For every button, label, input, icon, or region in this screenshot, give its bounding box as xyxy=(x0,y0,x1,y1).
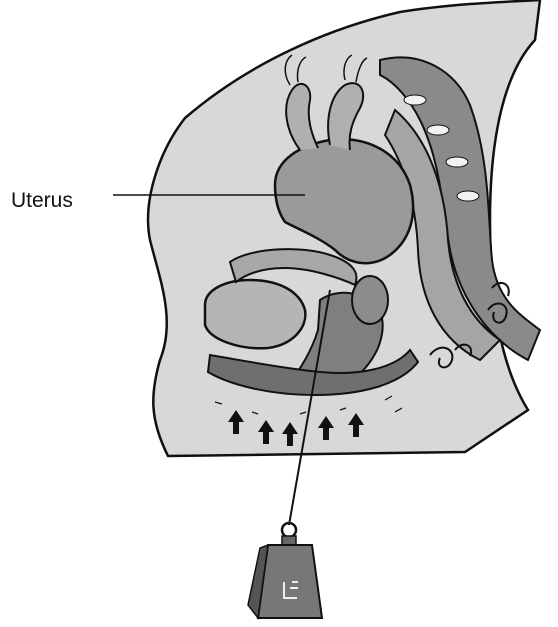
vertebra xyxy=(457,191,479,201)
cervix xyxy=(352,276,388,324)
vertebra xyxy=(446,157,468,167)
bladder xyxy=(205,280,305,348)
weight-icon xyxy=(248,523,322,618)
vertebra xyxy=(427,125,449,135)
uterus-label: Uterus xyxy=(11,190,73,211)
vertebra xyxy=(404,95,426,105)
